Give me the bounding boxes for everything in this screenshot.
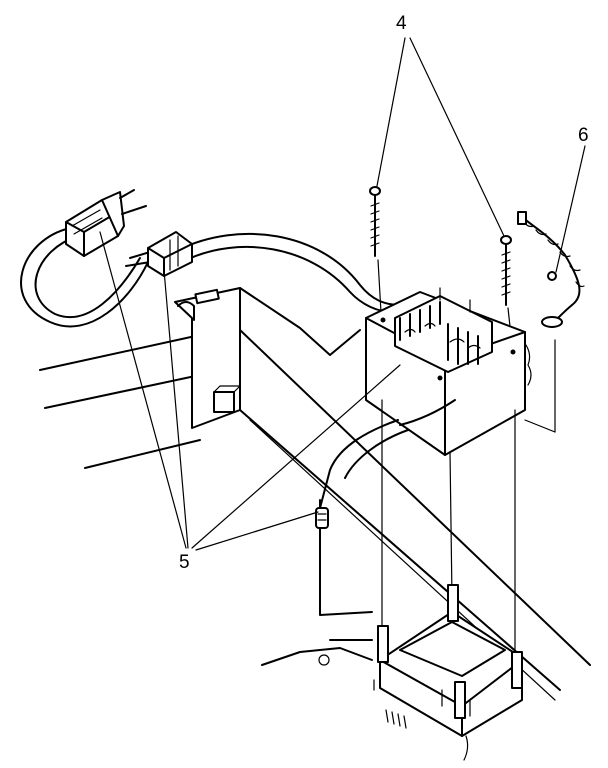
transformer bbox=[365, 287, 526, 456]
projection-lines bbox=[381, 339, 556, 656]
callout-5: 5 bbox=[179, 552, 190, 573]
callout-6: 6 bbox=[578, 125, 589, 146]
ground-wire bbox=[517, 211, 585, 386]
callout-4: 4 bbox=[396, 13, 407, 34]
upright-bracket bbox=[174, 287, 373, 616]
inline-connector bbox=[147, 231, 193, 277]
leader-lines bbox=[99, 37, 586, 551]
mounting-screw-left bbox=[369, 186, 383, 331]
chassis-panel bbox=[39, 329, 591, 701]
wall-plug bbox=[65, 189, 147, 257]
mounting-base bbox=[373, 584, 523, 761]
lead-wires bbox=[315, 399, 456, 529]
power-cord bbox=[20, 227, 401, 328]
